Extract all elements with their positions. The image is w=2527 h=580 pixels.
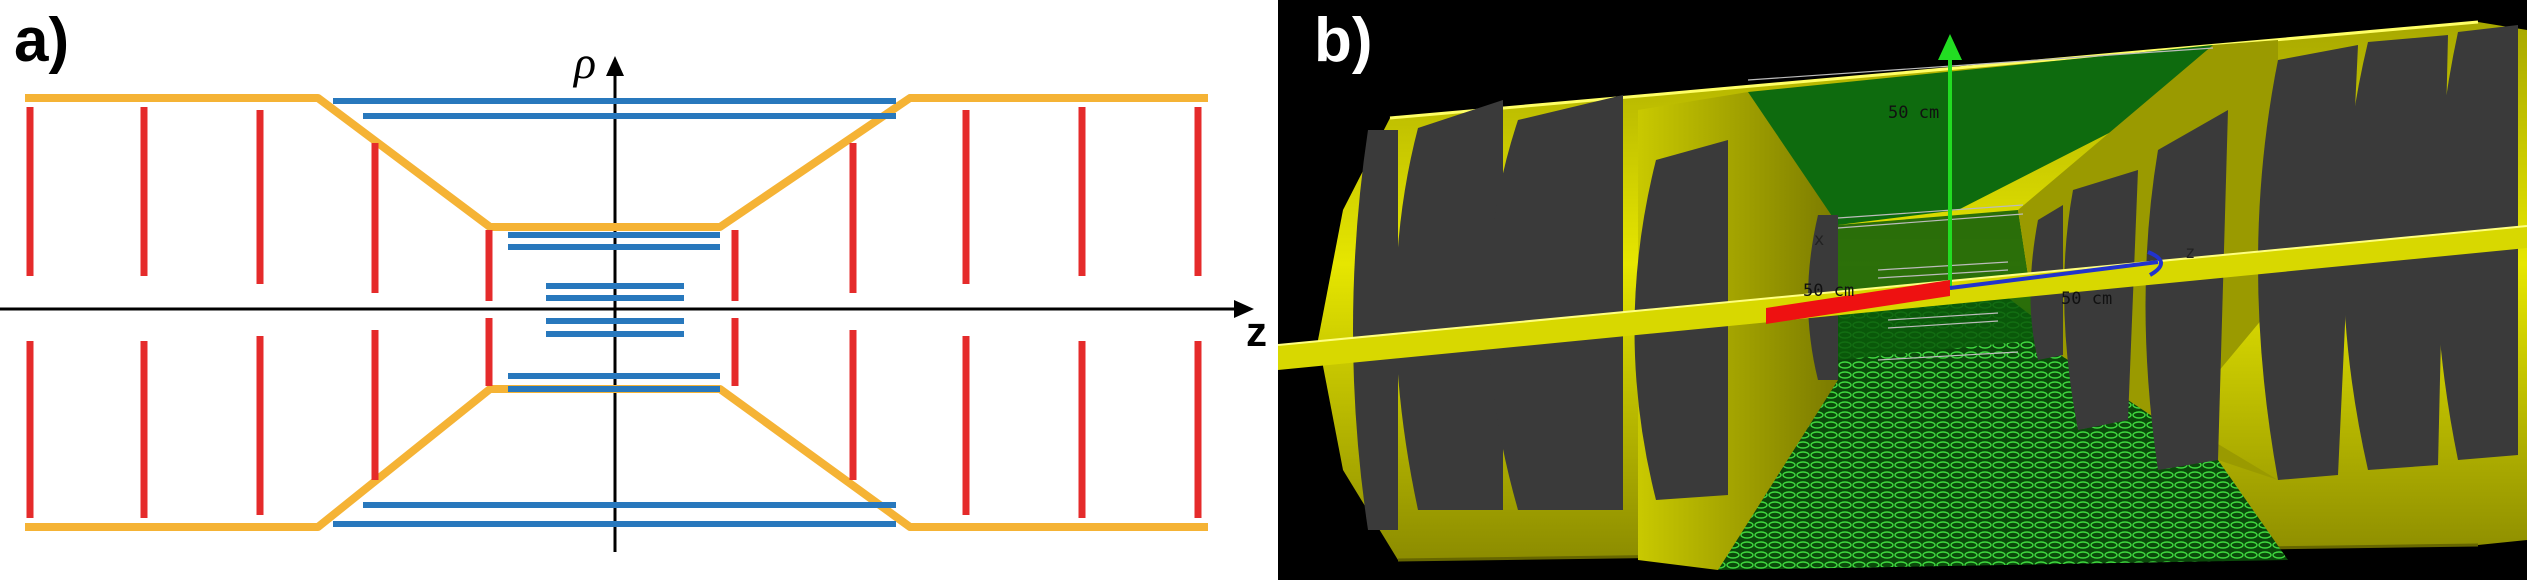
- z-axis-label: z: [2185, 243, 2195, 263]
- wire-line: [1877, 351, 2019, 361]
- wire-line: [1877, 261, 2009, 271]
- endcap-disk: [1395, 100, 1503, 510]
- boundary-upper: [25, 94, 1208, 231]
- wire-line: [1837, 213, 2024, 229]
- schematic-panel: ρ z a): [0, 6, 1267, 552]
- z-axis-arrowhead: [1234, 300, 1254, 318]
- panel-a-label: a): [14, 6, 70, 75]
- inner-scale-label: 50 cm: [1803, 281, 1854, 301]
- red-axis-beam: [1766, 280, 1950, 324]
- rendering-panel: 50 cm 50 cm 50 cm x z b): [1278, 0, 2527, 580]
- rho-axis-arrowhead: [606, 56, 624, 76]
- axes: [0, 56, 1254, 552]
- endcap-disk: [1353, 130, 1398, 530]
- rho-axis-label: ρ: [572, 37, 596, 88]
- panel-b-label: b): [1314, 6, 1373, 75]
- green-floor: [1708, 290, 2288, 570]
- beam-pipe-highlight: [1278, 225, 2527, 346]
- x-axis-label: x: [1814, 230, 1824, 250]
- endcap-disk: [1488, 95, 1623, 510]
- endcap-disks: [26, 107, 1202, 518]
- horizontal-scale-label: 50 cm: [2061, 289, 2112, 309]
- z-axis-label: z: [1246, 308, 1267, 355]
- barrel-interior: [1708, 45, 2288, 570]
- green-axis-arrowhead: [1938, 34, 1962, 60]
- detector-3d-render: 50 cm 50 cm 50 cm x z: [1278, 20, 2527, 570]
- vertical-scale-label: 50 cm: [1888, 103, 1939, 123]
- wire-line: [1747, 47, 2214, 81]
- endcap-disk: [2145, 110, 2228, 470]
- cylinder-top-edge: [1389, 20, 2479, 120]
- blue-axis-line: [1949, 260, 2159, 290]
- blue-axis-arrowhead: [2147, 250, 2163, 277]
- endcap-disk: [2064, 170, 2138, 430]
- left-endcap-disks: [1353, 95, 1838, 530]
- wire-line: [1837, 204, 2024, 219]
- green-back-wall: [1748, 45, 2213, 225]
- coordinate-axes: [1766, 34, 2163, 324]
- wireframe-layers: [1747, 47, 2214, 361]
- wire-line: [1887, 312, 1999, 321]
- wire-line: [1887, 320, 1999, 329]
- schematic-drawing: ρ z: [0, 37, 1267, 552]
- wire-line: [1877, 269, 2009, 279]
- barrel-layers: [333, 98, 896, 527]
